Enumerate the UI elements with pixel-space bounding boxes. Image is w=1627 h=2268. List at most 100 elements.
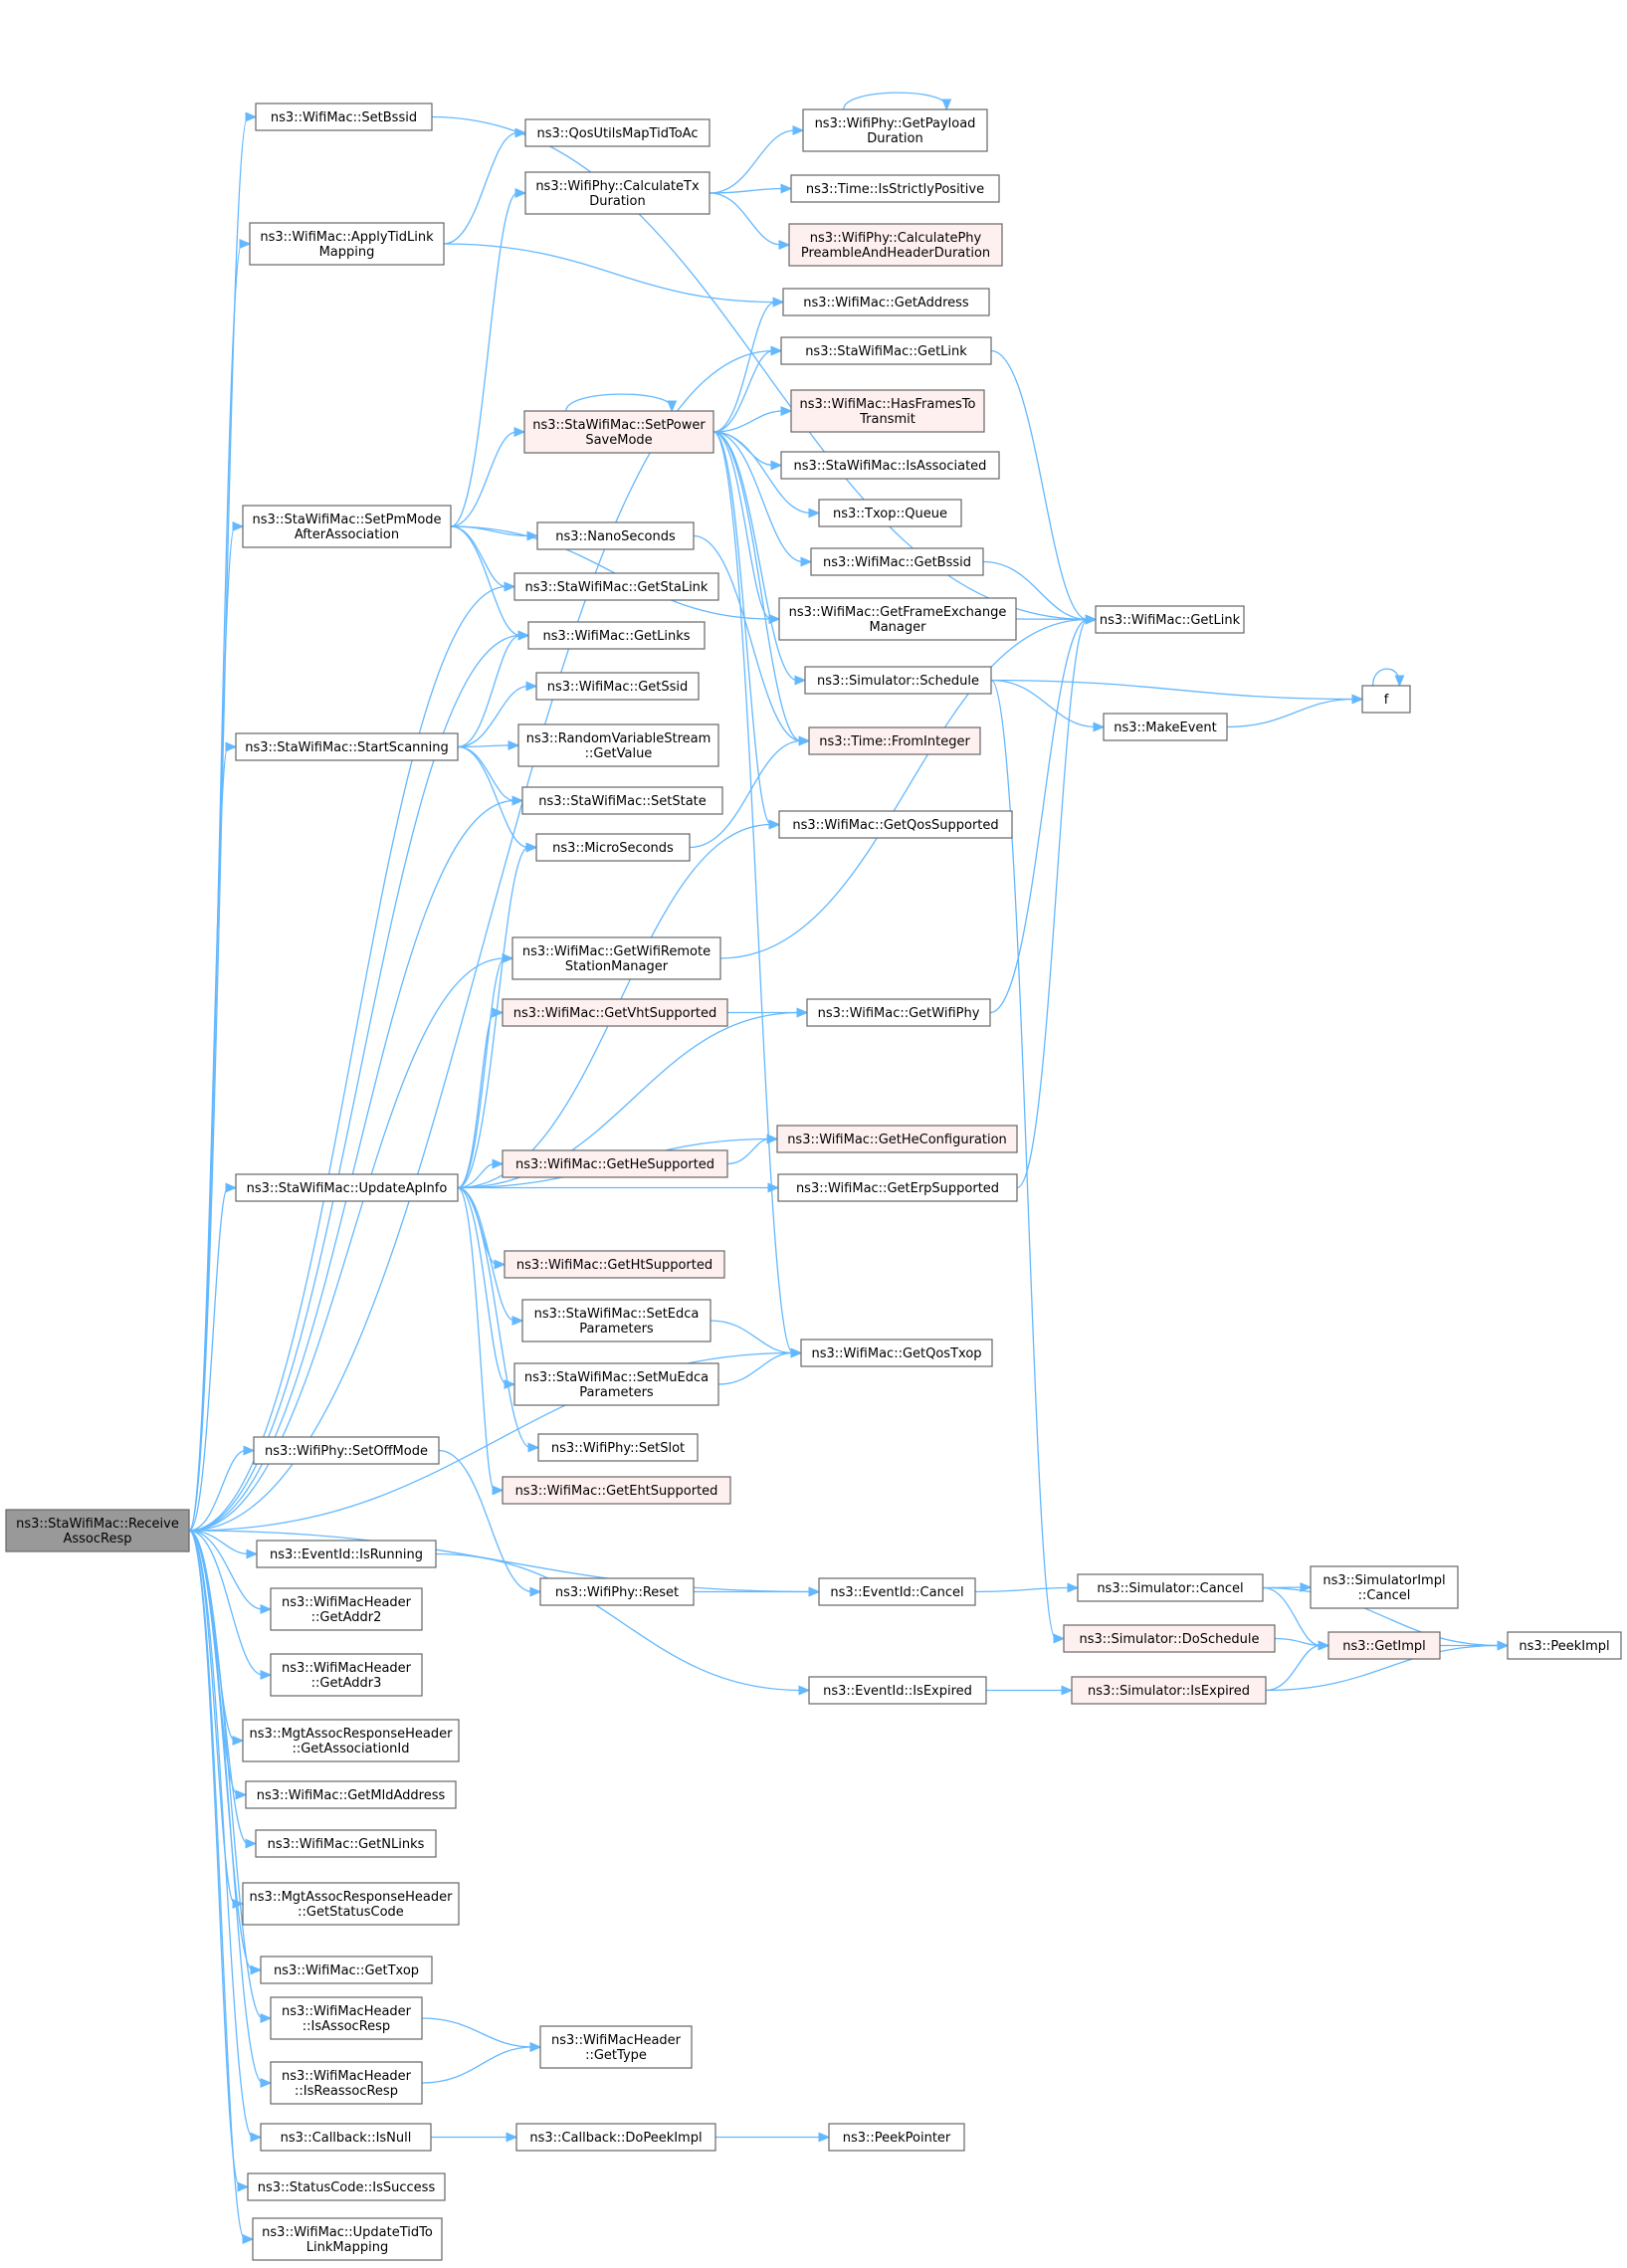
node-n_getimpl[interactable]: ns3::GetImpl	[1327, 1631, 1441, 1660]
node-n_evcancel[interactable]: ns3::EventId::Cancel	[818, 1577, 976, 1606]
edge-line	[989, 618, 1089, 1014]
node-n_isreassoc[interactable]: ns3::WifiMacHeader::IsReassocResp	[270, 2061, 423, 2105]
node-n_gethecfg[interactable]: ns3::WifiMac::GetHeConfiguration	[776, 1125, 1018, 1153]
edge-root-to-n_startscan	[188, 741, 238, 1532]
node-n_getaddr3[interactable]: ns3::WifiMacHeader::GetAddr3	[270, 1653, 423, 1697]
node-n_queue[interactable]: ns3::Txop::Queue	[818, 499, 962, 527]
node-n_isassoc[interactable]: ns3::StaWifiMac::IsAssociated	[780, 451, 1000, 480]
node-n_getassocid[interactable]: ns3::MgtAssocResponseHeader::GetAssociat…	[242, 1719, 460, 1762]
edge-n_setpm-to-n_calctx	[450, 188, 527, 527]
node-n_evisexpired[interactable]: ns3::EventId::IsExpired	[808, 1676, 987, 1705]
node-n_setoffmode[interactable]: ns3::WifiPhy::SetOffMode	[253, 1436, 440, 1465]
edge-arrowhead	[504, 581, 516, 592]
edge-n_isassocresp-to-n_gettype	[421, 2017, 542, 2052]
node-n_f[interactable]: f	[1361, 685, 1411, 714]
node-n_getqostxop[interactable]: ns3::WifiMac::GetQosTxop	[800, 1339, 993, 1367]
edge-arrowhead	[1351, 694, 1364, 705]
node-n_wmgetlink[interactable]: ns3::WifiMac::GetLink	[1095, 605, 1245, 634]
edge-arrowhead	[790, 1347, 803, 1358]
node-n_isstrictly[interactable]: ns3::Time::IsStrictlyPositive	[790, 174, 1000, 203]
node-n_gettype[interactable]: ns3::WifiMacHeader::GetType	[539, 2025, 693, 2069]
node-n_getbssid[interactable]: ns3::WifiMac::GetBssid	[810, 547, 984, 576]
node-n_randvar[interactable]: ns3::RandomVariableStream::GetValue	[517, 723, 719, 767]
edge-arrowhead	[260, 2013, 273, 2023]
node-n_cbisnull[interactable]: ns3::Callback::IsNull	[260, 2123, 432, 2152]
node-n_gethesupp[interactable]: ns3::WifiMac::GetHeSupported	[502, 1149, 728, 1178]
node-n_doschedule[interactable]: ns3::Simulator::DoSchedule	[1063, 1624, 1276, 1653]
node-n_peekptr[interactable]: ns3::PeekPointer	[828, 2123, 965, 2152]
node-box	[777, 1173, 1018, 1202]
node-n_getnlinks[interactable]: ns3::WifiMac::GetNLinks	[255, 1829, 437, 1858]
node-n_getwifiphy[interactable]: ns3::WifiMac::GetWifiPhy	[806, 998, 991, 1027]
node-n_setstate[interactable]: ns3::StaWifiMac::SetState	[521, 786, 723, 815]
node-n_phyreset[interactable]: ns3::WifiPhy::Reset	[539, 1577, 695, 1606]
edge-arrowhead	[529, 2042, 542, 2052]
node-n_geteht[interactable]: ns3::WifiMac::GetEhtSupported	[502, 1476, 731, 1505]
edge-arrowhead	[941, 99, 952, 111]
node-n_getht[interactable]: ns3::WifiMac::GetHtSupported	[504, 1250, 725, 1279]
node-n_isassocresp[interactable]: ns3::WifiMacHeader::IsAssocResp	[270, 1996, 423, 2040]
node-box	[782, 288, 990, 316]
edge-n_applytid-to-n_qosutils	[443, 127, 527, 245]
edge-arrowhead	[770, 345, 783, 356]
node-n_simimplcancel[interactable]: ns3::SimulatorImpl::Cancel	[1310, 1565, 1459, 1609]
node-n_geterp[interactable]: ns3::WifiMac::GetErpSupported	[777, 1173, 1018, 1202]
node-n_getstalink[interactable]: ns3::StaWifiMac::GetStaLink	[513, 572, 719, 601]
node-box	[513, 572, 719, 601]
node-n_setpm[interactable]: ns3::StaWifiMac::SetPmModeAfterAssociati…	[242, 505, 452, 548]
node-box	[804, 666, 992, 695]
edge-n_updateap-to-n_setmuedca	[457, 1186, 516, 1389]
node-n_cbdopeek[interactable]: ns3::Callback::DoPeekImpl	[515, 2123, 716, 2152]
node-label: ns3::PeekImpl	[1519, 1639, 1609, 1654]
edge-line	[457, 957, 506, 1189]
node-n_stagetlink[interactable]: ns3::StaWifiMac::GetLink	[780, 336, 992, 365]
node-n_nano[interactable]: ns3::NanoSeconds	[536, 521, 695, 550]
edge-n_setpm-to-n_nano	[450, 525, 539, 541]
edge-line	[421, 2017, 533, 2048]
node-n_micro[interactable]: ns3::MicroSeconds	[535, 833, 691, 862]
node-n_setbssid[interactable]: ns3::WifiMac::SetBssid	[255, 103, 433, 131]
edge-line	[188, 1530, 812, 1593]
node-n_makeevent[interactable]: ns3::MakeEvent	[1103, 713, 1228, 741]
node-label: ns3::WifiMac::GetLinks	[542, 629, 690, 644]
node-n_getstatus[interactable]: ns3::MgtAssocResponseHeader::GetStatusCo…	[242, 1882, 460, 1926]
node-n_calcphy[interactable]: ns3::WifiPhy::CalculatePhyPreambleAndHea…	[788, 223, 1003, 267]
node-n_getqossupp[interactable]: ns3::WifiMac::GetQosSupported	[778, 810, 1013, 839]
node-n_getvht[interactable]: ns3::WifiMac::GetVhtSupported	[502, 998, 728, 1027]
node-n_frominteger[interactable]: ns3::Time::FromInteger	[808, 726, 981, 755]
node-n_gettxop[interactable]: ns3::WifiMac::GetTxop	[260, 1956, 433, 1984]
node-n_simisexpired[interactable]: ns3::Simulator::IsExpired	[1071, 1676, 1267, 1705]
edge-arrowhead	[494, 1259, 507, 1270]
node-n_startscan[interactable]: ns3::StaWifiMac::StartScanning	[235, 732, 459, 761]
edge-arrowhead	[235, 1789, 248, 1800]
node-n_updateap[interactable]: ns3::StaWifiMac::UpdateApInfo	[235, 1173, 459, 1202]
node-n_getaddr2[interactable]: ns3::WifiMacHeader::GetAddr2	[270, 1587, 423, 1631]
node-n_getlinks[interactable]: ns3::WifiMac::GetLinks	[527, 621, 706, 650]
node-n_issuccess[interactable]: ns3::StatusCode::IsSuccess	[247, 2172, 446, 2201]
node-n_getaddress[interactable]: ns3::WifiMac::GetAddress	[782, 288, 990, 316]
node-n_simcancel[interactable]: ns3::Simulator::Cancel	[1077, 1573, 1264, 1602]
node-box	[828, 2123, 965, 2152]
edge-n_setpm-to-n_getstalink	[450, 525, 516, 592]
node-n_getssid[interactable]: ns3::WifiMac::GetSsid	[535, 672, 700, 701]
node-n_getmld[interactable]: ns3::WifiMac::GetMldAddress	[245, 1780, 457, 1809]
edge-layer	[188, 92, 1510, 2244]
edge-arrowhead	[525, 842, 538, 853]
node-n_schedule[interactable]: ns3::Simulator::Schedule	[804, 666, 992, 695]
node-box	[502, 1476, 731, 1505]
node-n_getwifiremote[interactable]: ns3::WifiMac::GetWifiRemoteStationManage…	[511, 936, 721, 980]
node-n_setslot[interactable]: ns3::WifiPhy::SetSlot	[537, 1433, 699, 1462]
node-n_peekimpl[interactable]: ns3::PeekImpl	[1507, 1631, 1622, 1660]
node-n_qosutils[interactable]: ns3::QosUtilsMapTidToAc	[524, 118, 711, 147]
node-n_evisrunning[interactable]: ns3::EventId::IsRunning	[256, 1540, 437, 1568]
